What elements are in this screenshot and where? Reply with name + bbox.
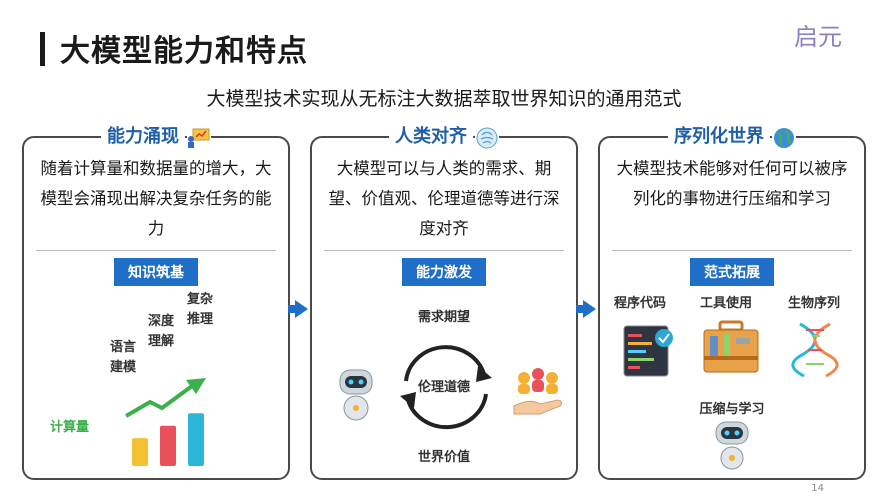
label-compute: 计算量 <box>50 420 90 435</box>
page-subtitle: 大模型技术实现从无标注大数据萃取世界知识的通用范式 <box>206 88 682 110</box>
presenter-icon <box>187 126 211 149</box>
panel-serialized-world: 序列化世界 大模型技术能够对任何可以被序列化的事物进行压缩和学习 范式拓展 程序… <box>598 126 866 480</box>
panel-tag: 能力激发 <box>402 258 486 286</box>
label-tools: 工具使用 <box>700 296 753 311</box>
robot-icon <box>339 369 373 421</box>
panel-description: 大模型可以与人类的需求、期望、价值观、伦理道德等进行深度对齐 <box>328 159 560 238</box>
page-title: 大模型能力和特点 <box>60 34 308 69</box>
panel-tag: 范式拓展 <box>690 258 774 286</box>
toolbox-icon <box>703 320 759 373</box>
label-bio: 生物序列 <box>788 296 841 311</box>
flow-arrow-1 <box>288 300 308 318</box>
robot-icon <box>715 421 749 470</box>
bar-yellow <box>132 438 148 466</box>
label-complex: 复杂推理 <box>187 292 214 327</box>
panel-divider <box>324 250 564 251</box>
panel-title: 人类对齐 <box>389 126 473 147</box>
label-code: 程序代码 <box>614 296 667 311</box>
code-window-icon <box>623 325 673 377</box>
svg-text:启元: 启元 <box>794 23 842 50</box>
panel-description: 随着计算量和数据量的增大，大模型会涌现出解决复杂任务的能力 <box>40 159 272 238</box>
flow-arrow-2 <box>576 300 596 318</box>
brain-icon <box>475 126 499 149</box>
panel-divider <box>612 250 852 251</box>
panel-title: 能力涌现 <box>101 126 185 147</box>
label-depth: 深度理解 <box>148 314 175 349</box>
panel-divider <box>36 250 276 251</box>
growth-arrow-head <box>186 378 206 394</box>
label-values: 世界价值 <box>417 450 470 465</box>
label-ethics: 伦理道德 <box>417 380 470 395</box>
label-language: 语言建模 <box>110 340 137 375</box>
growth-bar-chart <box>124 378 206 466</box>
bar-cyan <box>188 413 204 466</box>
dna-icon <box>791 322 839 378</box>
panel-tag: 知识筑基 <box>114 258 198 286</box>
panel-capability-emergence: 能力涌现 随着计算量和数据量的增大，大模型会涌现出解决复杂任务的能力 知识筑基 … <box>22 126 290 480</box>
panel-description: 大模型技术能够对任何可以被序列化的事物进行压缩和学习 <box>616 159 848 208</box>
label-needs: 需求期望 <box>417 310 470 325</box>
panel-title: 序列化世界 <box>668 126 770 147</box>
globe-icon <box>772 126 796 149</box>
title-accent-bar <box>40 32 45 66</box>
label-compress: 压缩与学习 <box>699 402 765 417</box>
bar-red <box>160 425 176 466</box>
brand-logo: 启元 <box>792 22 854 51</box>
panel-human-alignment: 人类对齐 大模型可以与人类的需求、期望、价值观、伦理道德等进行深度对齐 能力激发… <box>310 126 578 480</box>
growth-trend-line <box>124 384 194 418</box>
people-hand-icon <box>513 368 563 415</box>
cycle-arrows-icon <box>400 345 492 430</box>
page-number: 14 <box>811 483 824 494</box>
